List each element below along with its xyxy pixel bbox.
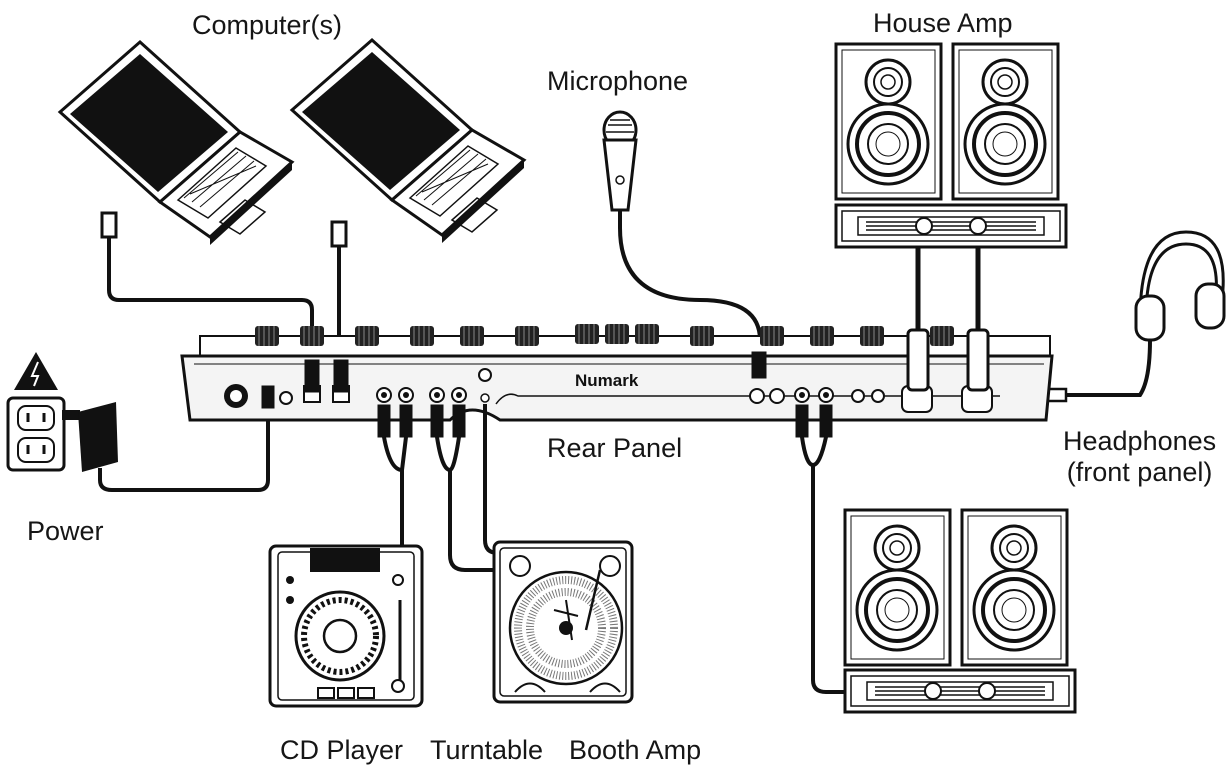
house-amp-unit — [834, 203, 1068, 249]
brand-logo: Numark — [575, 371, 639, 390]
power-adapter-icon — [62, 400, 270, 492]
label-computers: Computer(s) — [192, 10, 343, 40]
label-cd-player: CD Player — [280, 735, 404, 765]
label-headphones-line1: Headphones — [1063, 426, 1217, 456]
booth-amp-unit — [843, 668, 1077, 714]
label-rear-panel: Rear Panel — [547, 433, 683, 463]
warning-icon — [14, 352, 58, 390]
label-power: Power — [27, 516, 104, 546]
mixer-rear-panel: Numark — [180, 323, 1054, 422]
laptop-1 — [58, 40, 294, 247]
label-microphone: Microphone — [547, 66, 689, 96]
laptop-2 — [290, 38, 526, 245]
booth-speaker-left — [843, 508, 952, 667]
house-amp-cables — [915, 247, 981, 330]
panel-plugs — [261, 328, 990, 438]
label-headphones: Headphones (front panel) — [1063, 426, 1216, 488]
microphone-icon — [602, 110, 762, 375]
label-headphones-line2: (front panel) — [1066, 457, 1213, 488]
house-speaker-right — [951, 42, 1060, 201]
turntable-icon — [492, 540, 634, 704]
booth-speaker-right — [960, 508, 1069, 667]
label-house-amp: House Amp — [873, 8, 1013, 38]
label-booth-amp: Booth Amp — [569, 735, 702, 765]
house-speaker-left — [834, 42, 943, 201]
wall-outlet-icon — [6, 396, 66, 472]
cd-player-icon — [268, 544, 424, 708]
headphones-icon — [1042, 230, 1226, 403]
label-turntable: Turntable — [430, 735, 544, 765]
